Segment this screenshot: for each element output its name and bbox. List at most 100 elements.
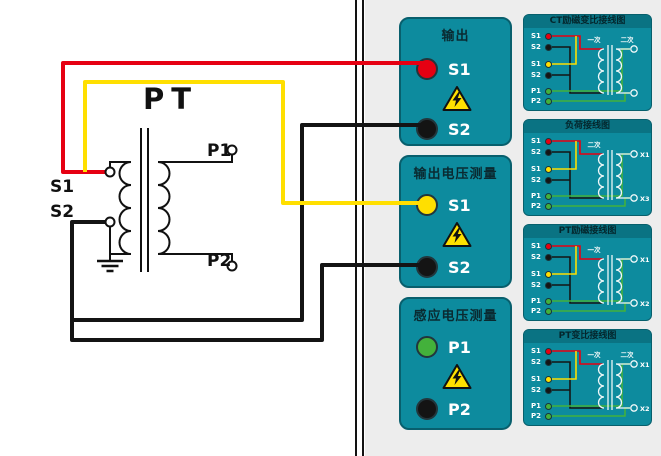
mini-terminal-dot [545, 271, 552, 278]
x-terminal-top-label: X1 [640, 361, 650, 369]
terminal-row: P2 [416, 398, 471, 420]
s1-lead [109, 161, 131, 168]
pt-terminal-label-s2: S2 [50, 202, 75, 222]
mini-panel-burden: 二次 X1 X3 负荷接线图 S1 S2 S1 S2 P1 P2 [523, 119, 652, 216]
mini-terminal-dot [545, 282, 552, 289]
mini-terminal-label: S2 [531, 148, 541, 156]
mini-transformer-symbol [597, 255, 638, 307]
mini-terminal-dot [545, 88, 552, 95]
mini-terminal-row: P2 [531, 97, 552, 106]
mini-terminal-row: S2 [531, 253, 552, 262]
mini-terminal-label: S1 [531, 347, 541, 355]
mini-terminal-label: S2 [531, 253, 541, 261]
black-jack-p2 [416, 398, 438, 420]
secondary-label: 二次 [588, 140, 602, 149]
output-voltage-panel: 输出电压测量 S1 S2 [399, 155, 512, 288]
mini-panel-title: PT变比接线图 [524, 330, 651, 343]
output-panel-title: 输出 [441, 29, 470, 44]
mini-wiring-diagram: 一次 二次 X1 X2 [552, 350, 650, 417]
mini-terminal-label: S1 [531, 137, 541, 145]
mini-terminal-dot [545, 177, 552, 184]
black-jack-s2 [416, 256, 438, 278]
mini-terminal-label: S1 [531, 242, 541, 250]
mini-terminal-row: S1 [531, 32, 552, 41]
mini-wiring-diagram: 一次 X1 X2 [552, 245, 650, 312]
secondary-label: 二次 [621, 35, 635, 44]
mini-terminal-row: S1 [531, 347, 552, 356]
mini-terminal-dot [545, 308, 552, 315]
primary-label: 一次 [588, 35, 602, 44]
terminal-row: S2 [416, 118, 471, 140]
mini-terminal-row: S2 [531, 148, 552, 157]
mini-terminal-dot [545, 166, 552, 173]
induced-voltage-panel: 感应电压测量 P1 P2 [399, 297, 512, 430]
red-jack-s1 [416, 58, 438, 80]
jack-label-s2: S2 [448, 119, 471, 139]
mini-terminal-row: P1 [531, 192, 552, 201]
mini-terminal-label: P2 [531, 307, 542, 315]
primary-label: 一次 [588, 350, 602, 359]
mini-terminal-dot [545, 61, 552, 68]
mini-terminal-row: S1 [531, 137, 552, 146]
mini-terminal-row: S1 [531, 270, 552, 279]
output-voltage-panel-title: 输出电压测量 [413, 167, 498, 182]
mini-transformer-symbol [597, 150, 638, 202]
mini-terminal-label: P2 [531, 97, 542, 105]
mini-terminal-row: S2 [531, 358, 552, 367]
mini-terminal-label: P2 [531, 412, 542, 420]
jack-label-s1: S1 [448, 59, 471, 79]
s2-lead [109, 226, 131, 255]
mini-wiring-diagram: 二次 X1 X3 [552, 140, 650, 207]
pt-device-label: PT [143, 82, 199, 116]
yellow-jack-s1 [416, 194, 438, 216]
mini-terminal-row: P1 [531, 87, 552, 96]
panel-edge-line-right [362, 0, 364, 456]
secondary-winding [118, 161, 132, 255]
mini-terminal-label: S1 [531, 375, 541, 383]
mini-terminal-dot [545, 203, 552, 210]
x-terminal-bottom-label: X2 [640, 300, 650, 308]
mini-wiring-diagram: 一次 二次 [552, 35, 638, 102]
mini-terminal-row: S1 [531, 60, 552, 69]
terminal-row: S2 [416, 256, 471, 278]
mini-terminal-row: S2 [531, 386, 552, 395]
jack-label-p1: P1 [448, 337, 471, 357]
black-jack-s2 [416, 118, 438, 140]
mini-terminal-dot [545, 44, 552, 51]
mini-panel-pt-ratio: 一次 二次 X1 X2 PT变比接线图 S1 S2 S1 S2 P1 P2 [523, 329, 652, 426]
mini-transformer-symbol [597, 45, 638, 97]
primary-label: 一次 [588, 245, 602, 254]
mini-terminal-dot [545, 348, 552, 355]
mini-terminal-dot [545, 149, 552, 156]
output-panel: 输出 S1 S2 [399, 17, 512, 146]
high-voltage-warning-icon [442, 85, 472, 112]
terminal-row: P1 [416, 336, 471, 358]
mini-terminal-label: P1 [531, 402, 542, 410]
mini-terminal-dot [545, 387, 552, 394]
mini-terminal-dot [545, 72, 552, 79]
x-terminal-top-label: X1 [640, 151, 650, 159]
high-voltage-warning-icon [442, 221, 472, 248]
green-jack-p1 [416, 336, 438, 358]
mini-terminal-row: S1 [531, 242, 552, 251]
pt-terminal-label-p1: P1 [207, 141, 232, 161]
mini-terminal-row: P1 [531, 297, 552, 306]
mini-terminal-dot [545, 243, 552, 250]
mini-terminal-row: S1 [531, 165, 552, 174]
mini-terminal-label: S2 [531, 358, 541, 366]
mini-terminal-row: P2 [531, 202, 552, 211]
mini-terminal-dot [545, 359, 552, 366]
terminal-row: S1 [416, 194, 471, 216]
mini-panel-title: PT励磁接线图 [524, 225, 651, 238]
mini-terminal-label: S1 [531, 60, 541, 68]
mini-transformer-symbol [597, 360, 638, 412]
mini-terminal-label: S2 [531, 71, 541, 79]
x-terminal-bottom-label: X2 [640, 405, 650, 413]
x-terminal-top-label: X1 [640, 256, 650, 264]
terminal-row: S1 [416, 58, 471, 80]
secondary-label: 二次 [621, 350, 635, 359]
mini-terminal-dot [545, 33, 552, 40]
mini-terminal-dot [545, 254, 552, 261]
mini-terminal-dot [545, 193, 552, 200]
mini-terminal-label: P1 [531, 87, 542, 95]
